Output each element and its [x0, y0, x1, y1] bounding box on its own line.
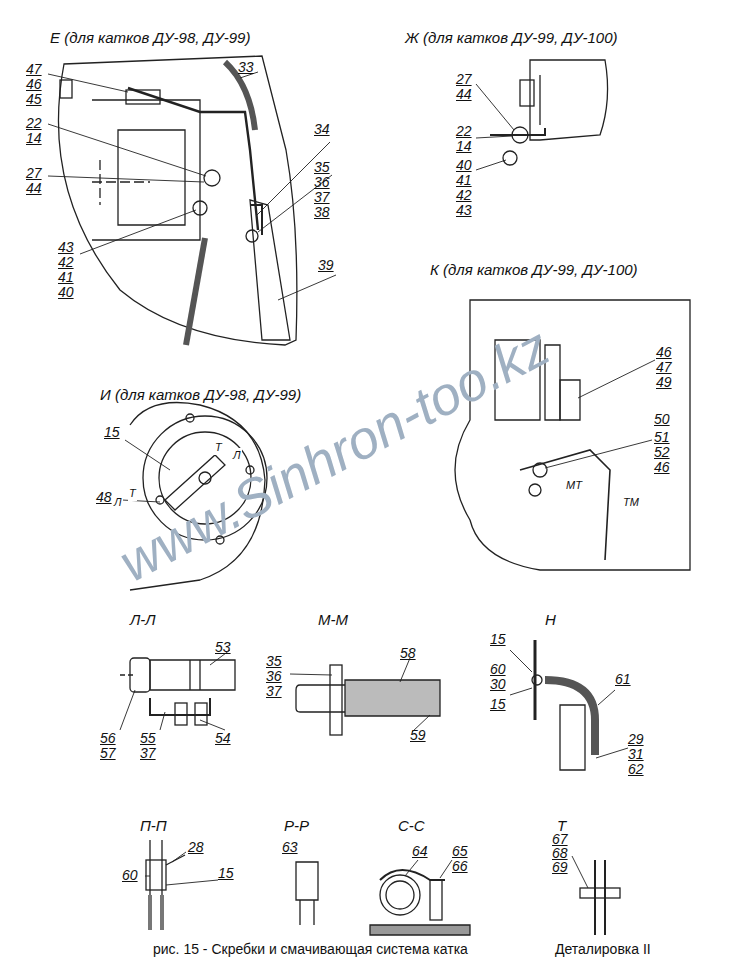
callout-number: 53: [215, 640, 231, 655]
callout-number: 48: [96, 490, 112, 505]
callout-number: 37: [140, 746, 156, 761]
callout-number: 58: [400, 646, 416, 661]
callout-number: 42: [456, 188, 472, 203]
view-label: П-П: [140, 818, 167, 833]
callout-number: 56: [100, 731, 116, 746]
view-label: Л-Л: [130, 612, 156, 627]
callout-number: 44: [26, 181, 42, 196]
callout-number: 66: [452, 859, 468, 874]
callout-number: 60: [122, 868, 138, 883]
callout-number: 45: [26, 92, 42, 107]
callout-number: 43: [58, 240, 74, 255]
callout-number: 50: [654, 412, 670, 427]
callout-number: 36: [314, 175, 330, 190]
view-label: Р-Р: [284, 818, 309, 833]
view-label: М-М: [318, 612, 348, 627]
callout-number: 46: [654, 460, 670, 475]
callout-number: 62: [628, 762, 644, 777]
callout-number: 46: [26, 77, 42, 92]
callout-number: 15: [490, 697, 506, 712]
callout-number: 39: [318, 258, 334, 273]
view-label: И (для катков ДУ-98, ДУ-99): [100, 387, 301, 402]
callout-number: 52: [654, 445, 670, 460]
callout-number: 22: [26, 116, 42, 131]
marking-letter: Т: [128, 486, 137, 501]
callout-number: 37: [266, 684, 282, 699]
callout-number: 59: [410, 728, 426, 743]
callout-number: 31: [628, 747, 644, 762]
callout-number: 68: [552, 846, 568, 861]
callout-number: 34: [314, 122, 330, 137]
callout-number: 27: [456, 72, 472, 87]
callout-number: 43: [456, 203, 472, 218]
callout-number: 41: [58, 270, 74, 285]
callout-number: 40: [456, 158, 472, 173]
marking-letter: Т: [214, 440, 223, 455]
caption: Деталировка II: [555, 942, 651, 957]
callout-number: 15: [490, 632, 506, 647]
callout-number: 46: [656, 345, 672, 360]
marking-letter: ТМ: [622, 495, 640, 510]
callout-number: 27: [26, 166, 42, 181]
callout-number: 15: [104, 425, 120, 440]
view-label: Е (для катков ДУ-98, ДУ-99): [50, 30, 250, 45]
callout-number: 61: [615, 672, 631, 687]
callout-number: 14: [456, 139, 472, 154]
callout-number: 36: [266, 669, 282, 684]
callout-number: 14: [26, 131, 42, 146]
callout-number: 41: [456, 173, 472, 188]
callout-number: 65: [452, 844, 468, 859]
callout-number: 15: [218, 866, 234, 881]
callout-number: 42: [58, 255, 74, 270]
callout-number: 55: [140, 731, 156, 746]
marking-letter: Л: [113, 495, 123, 510]
callout-number: 35: [266, 654, 282, 669]
callout-number: 51: [654, 430, 670, 445]
marking-letter: МТ: [565, 478, 583, 493]
callout-number: 64: [412, 844, 428, 859]
view-label: Н: [545, 612, 556, 627]
view-label: С-С: [398, 818, 425, 833]
callout-number: 54: [215, 731, 231, 746]
callout-number: 35: [314, 160, 330, 175]
callout-number: 69: [552, 860, 568, 875]
marking-letter: Л: [232, 448, 242, 463]
callout-number: 28: [188, 840, 204, 855]
callout-number: 30: [490, 677, 506, 692]
callout-number: 22: [456, 124, 472, 139]
callout-number: 47: [656, 360, 672, 375]
callout-number: 29: [628, 732, 644, 747]
caption: рис. 15 - Скребки и смачивающая система …: [153, 942, 468, 957]
callout-number: 38: [314, 205, 330, 220]
view-label: Ж (для катков ДУ-99, ДУ-100): [405, 30, 618, 45]
callout-number: 63: [282, 840, 298, 855]
view-label: Т: [557, 818, 566, 833]
callout-number: 60: [490, 662, 506, 677]
view-label: К (для катков ДУ-99, ДУ-100): [430, 262, 638, 277]
callout-number: 40: [58, 285, 74, 300]
callout-number: 57: [100, 746, 116, 761]
callout-number: 44: [456, 87, 472, 102]
callout-number: 49: [656, 375, 672, 390]
callout-number: 47: [26, 62, 42, 77]
callout-number: 37: [314, 190, 330, 205]
callout-number: 33: [238, 60, 254, 75]
watermark: www.Sinhron-too.kz: [120, 336, 548, 573]
callout-number: 67: [552, 832, 568, 847]
